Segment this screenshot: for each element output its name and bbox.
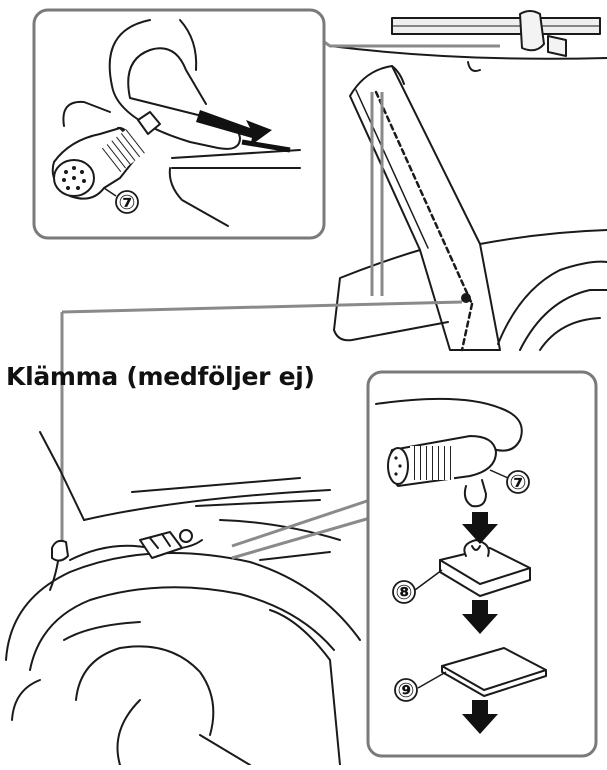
steering-wheel-outer (5, 552, 361, 661)
windshield-edge (479, 229, 607, 245)
bottom-callout-lines (231, 498, 371, 560)
detail-callout-7: ⑦ (510, 470, 527, 494)
detail-cable (375, 397, 523, 452)
headliner-edge (329, 45, 607, 60)
steering-wheel-inner (29, 586, 335, 671)
bottom-car-interior (5, 431, 361, 766)
cable-route (374, 90, 474, 306)
top-car-interior (329, 10, 607, 352)
top-detail-panel: ⑦ (32, 8, 326, 240)
bottom-detail-panel: ⑦ ⑧ ⑨ (366, 370, 598, 758)
mirror-mount (519, 10, 545, 52)
detail-callout-9: ⑨ (398, 678, 415, 702)
insert-arrow (196, 110, 272, 146)
side-window (497, 260, 607, 345)
detail-callout-lines (414, 469, 509, 689)
visor-clip (108, 19, 241, 150)
clip-caption: Klämma (medföljer ej) (6, 362, 315, 391)
top-callout-lines (60, 22, 500, 545)
top-callout-7-circle (115, 190, 139, 214)
detail-callout-8: ⑧ (396, 580, 413, 604)
top-callout-7: ⑦ (119, 190, 136, 214)
mount-arrows (462, 512, 498, 734)
a-pillar (349, 65, 501, 351)
dash-clip (139, 529, 193, 559)
